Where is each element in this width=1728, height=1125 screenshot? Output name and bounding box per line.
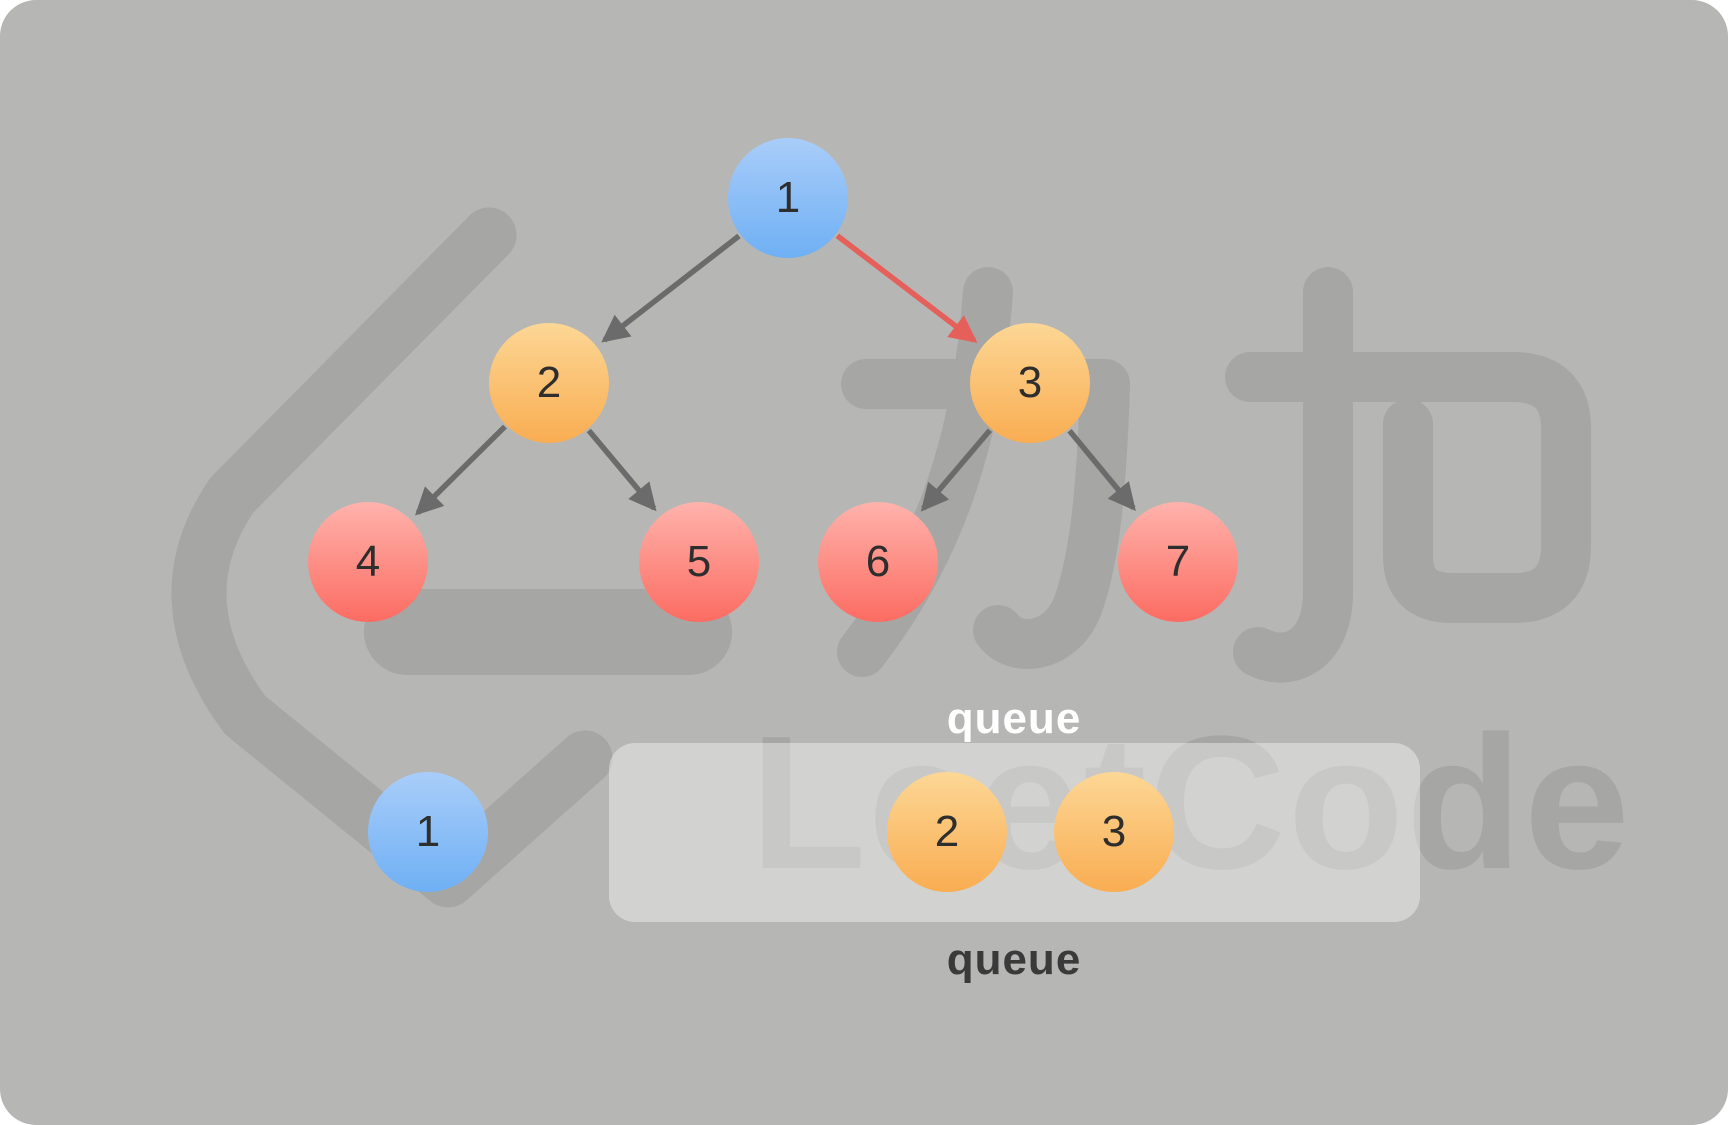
node-value: 2 — [536, 358, 562, 407]
tree-node-6: 6 — [818, 502, 938, 622]
queue-label-above: queue — [946, 694, 1082, 743]
node-value: 1 — [775, 173, 801, 222]
queue-label-below: queue — [946, 935, 1082, 984]
node-value: 3 — [1017, 358, 1043, 407]
queue-item-3: 3 — [1054, 772, 1174, 892]
node-value: 5 — [686, 537, 712, 586]
queue-container — [609, 743, 1420, 922]
tree-edge-2-4 — [415, 424, 507, 516]
node-value: 1 — [415, 807, 441, 856]
node-value: 3 — [1101, 807, 1127, 856]
tree-edge-1-3 — [835, 233, 978, 343]
tree-edge-2-5 — [586, 428, 657, 512]
tree-edge-3-6 — [920, 428, 992, 512]
node-value: 7 — [1165, 537, 1191, 586]
queue-item-2: 2 — [887, 772, 1007, 892]
tree-node-3: 3 — [970, 323, 1090, 443]
node-value: 6 — [865, 537, 891, 586]
node-value: 4 — [355, 537, 381, 586]
tree-edges — [415, 233, 1136, 516]
node-value: 2 — [934, 807, 960, 856]
tree-node-4: 4 — [308, 502, 428, 622]
tree-edge-3-7 — [1067, 429, 1136, 512]
leetcode-logo-icon — [171, 207, 732, 908]
dequeued-node-1: 1 — [368, 772, 488, 892]
tree-node-7: 7 — [1118, 502, 1238, 622]
tree-node-2: 2 — [489, 323, 609, 443]
tree-edge-1-2 — [601, 233, 741, 343]
tree-node-1: 1 — [728, 138, 848, 258]
tree-node-5: 5 — [639, 502, 759, 622]
